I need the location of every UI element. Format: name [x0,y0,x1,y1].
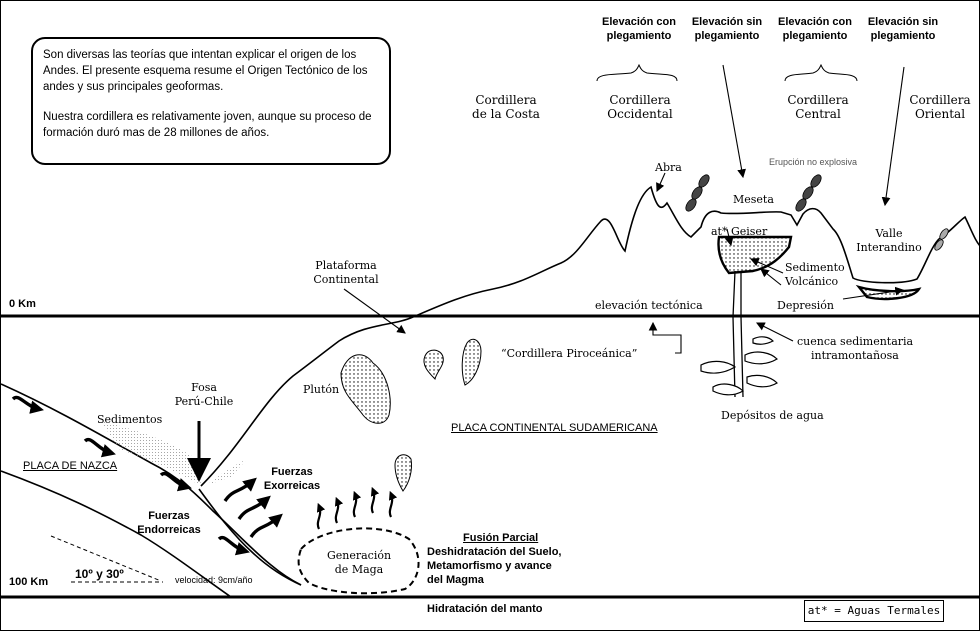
pluton-label: Plutón [303,383,340,396]
magma-blob-3 [394,454,412,492]
exorreic-arrows [223,477,283,538]
nazca-plate-top [1,383,302,586]
nazca-plate-bottom [1,470,232,598]
magma-generation-zone [297,527,420,595]
geiser-label: at* Geiser [711,225,768,238]
hidratacion-label: Hidratación del manto [427,603,543,615]
continental-crust-edge [198,488,302,586]
abra-label: Abra [655,161,682,174]
placa-nazca-label: PLACA DE NAZCA [23,460,118,472]
magma-squiggles [316,486,398,530]
sedimentos-label: Sedimentos [97,413,163,426]
fusion-parcial-block: Fusión Parcial Deshidratación del Suelo,… [427,532,562,586]
magma-blob-2 [461,338,482,386]
placa-continental-label: PLACA CONTINENTAL SUDAMERICANA [451,422,658,434]
zero-km-label: 0 Km [9,298,36,310]
intro-paragraph-2: Nuestra cordillera es relativamente jove… [43,111,372,139]
trench-sediment [207,459,247,485]
hundred-km-label: 100 Km [9,576,49,588]
angle-label: 10º y 30º [75,567,124,581]
depositos-label: Depósitos de agua [721,409,824,422]
meseta-label: Meseta [733,193,774,206]
pointer-arrows [343,64,905,354]
magma-blob-1 [423,349,444,380]
erupcion-label: Erupción no explosiva [769,157,858,167]
cordillera-braces [596,63,858,82]
valle-sediment [855,284,922,301]
legend-box: at* = Aguas Termales [804,600,944,622]
intro-text-box: Son diversas las teorías que intentan ex… [31,37,391,165]
elevacion-tectonica-label: elevación tectónica [595,299,703,312]
subduction-arrows [11,395,250,556]
andes-profile [200,185,979,487]
velocidad-label: velocidad: 9cm/año [175,575,253,585]
pluton-body [340,354,391,424]
piroceanica-label: “Cordillera Piroceánica” [501,347,638,360]
depresion-label: Depresión [777,299,835,312]
meseta-basin [717,235,793,275]
eruption-plumes [685,174,949,251]
water-deposits [700,336,778,396]
intro-paragraph-1: Son diversas las teorías que intentan ex… [43,49,368,93]
sediment-fill [101,421,201,486]
